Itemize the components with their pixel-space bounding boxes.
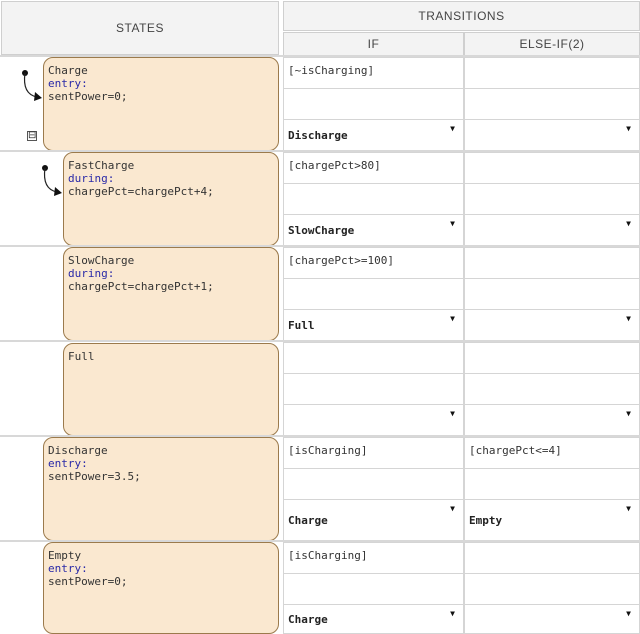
if-condition-cell[interactable]: [isCharging] — [283, 542, 464, 574]
state-action-text: sentPower=3.5; — [48, 470, 141, 483]
if-target-dropdown[interactable]: SlowCharge ▼ — [283, 214, 464, 246]
if-condition-text: [chargePct>80] — [288, 159, 381, 172]
row-separator — [0, 150, 640, 152]
chevron-down-icon[interactable]: ▼ — [626, 219, 631, 228]
state-action-text: sentPower=0; — [48, 575, 128, 588]
state-name: Empty — [48, 549, 82, 562]
elseif-target-value: Empty — [469, 513, 503, 527]
state-action-text: sentPower=0; — [48, 90, 128, 103]
if-target-value: Charge — [288, 612, 328, 626]
if-action-cell[interactable] — [283, 88, 464, 120]
elseif-condition-text: [chargePct<=4] — [469, 444, 562, 457]
state-block[interactable]: Discharge entry: sentPower=3.5; — [43, 437, 279, 541]
states-header-label: STATES — [116, 21, 164, 35]
chevron-down-icon[interactable]: ▼ — [626, 124, 631, 133]
state-name: Charge — [48, 64, 88, 77]
if-column-header: IF — [283, 32, 464, 56]
elseif-column-label: ELSE-IF(2) — [519, 37, 585, 51]
state-name: FastCharge — [68, 159, 135, 172]
if-action-cell[interactable] — [283, 278, 464, 310]
state-block[interactable]: FastCharge during: chargePct=chargePct+4… — [63, 152, 279, 246]
chevron-down-icon[interactable]: ▼ — [626, 409, 631, 418]
chevron-down-icon[interactable]: ▼ — [450, 504, 455, 513]
states-header: STATES — [1, 1, 279, 55]
chevron-down-icon[interactable]: ▼ — [450, 219, 455, 228]
default-transition-arrow — [42, 165, 62, 196]
if-condition-cell[interactable]: [~isCharging] — [283, 57, 464, 89]
chevron-down-icon[interactable]: ▼ — [450, 314, 455, 323]
chevron-down-icon[interactable]: ▼ — [626, 504, 631, 513]
if-target-dropdown[interactable]: ▼ — [283, 404, 464, 436]
elseif-action-cell[interactable] — [464, 183, 640, 215]
row-separator — [0, 55, 640, 57]
state-block[interactable]: SlowCharge during: chargePct=chargePct+1… — [63, 247, 279, 341]
elseif-action-cell[interactable] — [464, 373, 640, 405]
if-column-label: IF — [367, 37, 380, 51]
chevron-down-icon[interactable]: ▼ — [450, 609, 455, 618]
default-transition-arrow — [22, 70, 42, 101]
transitions-header-label: TRANSITIONS — [418, 9, 505, 23]
elseif-condition-cell[interactable] — [464, 152, 640, 184]
if-target-dropdown[interactable]: Full ▼ — [283, 309, 464, 341]
if-target-dropdown[interactable]: Discharge ▼ — [283, 119, 464, 151]
if-target-value: Discharge — [288, 128, 348, 142]
if-action-cell[interactable] — [283, 373, 464, 405]
if-condition-cell[interactable]: [chargePct>=100] — [283, 247, 464, 279]
elseif-target-dropdown[interactable]: ▼ — [464, 309, 640, 341]
elseif-target-dropdown[interactable]: ▼ — [464, 404, 640, 436]
elseif-action-cell[interactable] — [464, 573, 640, 605]
if-condition-text: [chargePct>=100] — [288, 254, 394, 267]
state-name: Discharge — [48, 444, 108, 457]
if-condition-text: [isCharging] — [288, 549, 368, 562]
elseif-target-dropdown[interactable]: ▼ — [464, 119, 640, 151]
elseif-target-dropdown[interactable]: ▼ — [464, 214, 640, 246]
state-block[interactable]: Full — [63, 343, 279, 436]
row-separator — [0, 340, 640, 342]
elseif-action-cell[interactable] — [464, 278, 640, 310]
row-separator — [0, 435, 640, 437]
state-action-keyword: during: — [68, 172, 115, 185]
state-action-text: chargePct=chargePct+4; — [68, 185, 214, 198]
chevron-down-icon[interactable]: ▼ — [450, 409, 455, 418]
state-action-keyword: during: — [68, 267, 115, 280]
chevron-down-icon[interactable]: ▼ — [626, 609, 631, 618]
row-separator — [0, 245, 640, 247]
chevron-down-icon[interactable]: ▼ — [626, 314, 631, 323]
elseif-target-dropdown[interactable]: Empty ▼ — [464, 499, 640, 541]
elseif-column-header: ELSE-IF(2) — [464, 32, 640, 56]
if-target-value: Charge — [288, 513, 328, 527]
if-action-cell[interactable] — [283, 573, 464, 605]
collapse-icon[interactable]: ⊟ — [27, 130, 37, 141]
state-block[interactable]: Empty entry: sentPower=0; — [43, 542, 279, 634]
if-condition-cell[interactable]: [chargePct>80] — [283, 152, 464, 184]
chevron-down-icon[interactable]: ▼ — [450, 124, 455, 133]
elseif-condition-cell[interactable] — [464, 342, 640, 374]
transitions-header: TRANSITIONS — [283, 1, 640, 31]
state-action-keyword: entry: — [48, 457, 88, 470]
elseif-action-cell[interactable] — [464, 88, 640, 120]
if-target-dropdown[interactable]: Charge ▼ — [283, 499, 464, 541]
elseif-target-dropdown[interactable]: ▼ — [464, 604, 640, 634]
state-block[interactable]: Charge entry: sentPower=0; — [43, 57, 279, 151]
if-condition-cell[interactable] — [283, 342, 464, 374]
state-name: SlowCharge — [68, 254, 135, 267]
row-separator — [0, 540, 640, 542]
elseif-condition-cell[interactable] — [464, 57, 640, 89]
if-condition-cell[interactable]: [isCharging] — [283, 437, 464, 469]
if-action-cell[interactable] — [283, 183, 464, 215]
if-target-value: Full — [288, 318, 315, 332]
elseif-condition-cell[interactable] — [464, 247, 640, 279]
elseif-condition-cell[interactable]: [chargePct<=4] — [464, 437, 640, 469]
if-action-cell[interactable] — [283, 468, 464, 500]
if-condition-text: [isCharging] — [288, 444, 368, 457]
state-action-text: chargePct=chargePct+1; — [68, 280, 214, 293]
if-target-value: SlowCharge — [288, 223, 355, 237]
if-target-dropdown[interactable]: Charge ▼ — [283, 604, 464, 634]
state-action-keyword: entry: — [48, 562, 88, 575]
elseif-action-cell[interactable] — [464, 468, 640, 500]
elseif-condition-cell[interactable] — [464, 542, 640, 574]
state-action-keyword: entry: — [48, 77, 88, 90]
if-condition-text: [~isCharging] — [288, 64, 375, 77]
state-name: Full — [68, 350, 95, 363]
